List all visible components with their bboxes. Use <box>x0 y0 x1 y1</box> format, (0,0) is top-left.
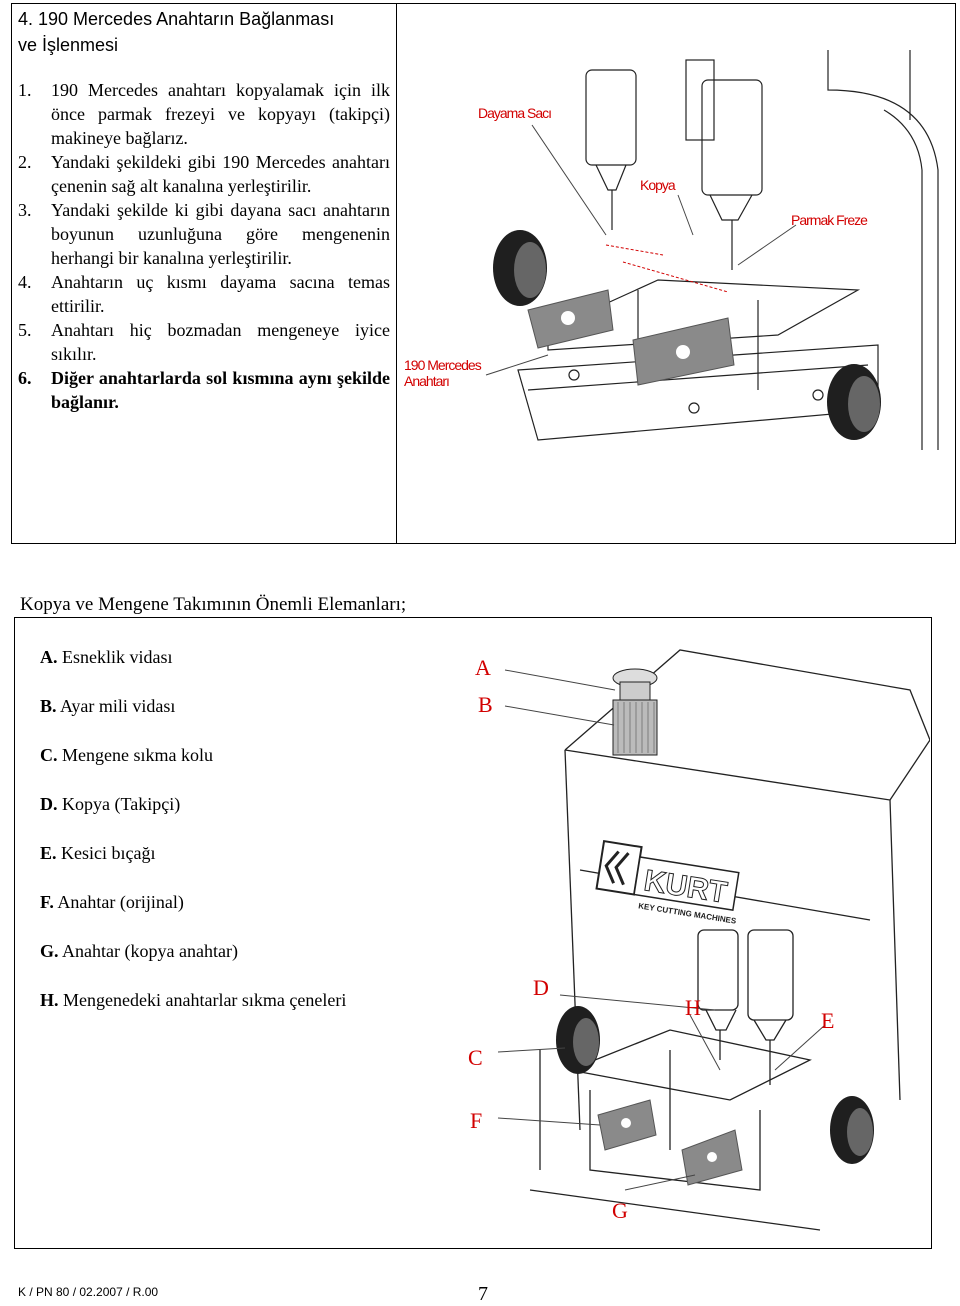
elements-list: A. Esneklik vidası B. Ayar mili vidası C… <box>40 645 346 1037</box>
list-item: E. Kesici bıçağı <box>40 843 156 863</box>
step-list: 1.190 Mercedes anahtarı kopyalamak için … <box>18 78 390 414</box>
figure-letter-b: B <box>478 692 493 717</box>
step-item: 6.Diğer anahtarlarda sol kısmına aynı şe… <box>18 368 390 412</box>
figure-letter-e: E <box>821 1008 835 1033</box>
section-title-line2: ve İşlenmesi <box>18 35 119 55</box>
step-item: 2.Yandaki şekildeki gibi 190 Mercedes an… <box>18 152 390 196</box>
figure-letter-a: A <box>475 655 491 680</box>
figure-letter-d: D <box>533 975 549 1000</box>
label-mercedes-line1: 190 Mercedes <box>404 357 482 373</box>
list-item: B. Ayar mili vidası <box>40 696 176 716</box>
elements-frame <box>14 617 932 1249</box>
step-item: 1.190 Mercedes anahtarı kopyalamak için … <box>18 80 390 148</box>
list-item: A. Esneklik vidası <box>40 647 173 667</box>
page-number: 7 <box>478 1283 488 1305</box>
machine-figure-1: Dayama Sacı Kopya Parmak Freze 190 Merce… <box>404 50 939 450</box>
list-item: C. Mengene sıkma kolu <box>40 745 213 765</box>
section-title-line1: 4. 190 Mercedes Anahtarın Bağlanması <box>18 9 335 29</box>
list-item: H. Mengenedeki anahtarlar sıkma çeneleri <box>40 990 347 1010</box>
figure-letter-c: C <box>468 1045 483 1070</box>
label-dayama-saci: Dayama Sacı <box>478 105 551 121</box>
list-item: D. Kopya (Takipçi) <box>40 794 181 814</box>
section-title: 4. 190 Mercedes Anahtarın Bağlanması ve … <box>18 6 390 58</box>
list-item: F. Anahtar (orijinal) <box>40 892 184 912</box>
step-item: 5.Anahtarı hiç bozmadan mengeneye iyice … <box>18 320 390 364</box>
figure-letter-g: G <box>612 1198 628 1223</box>
elements-title: Kopya ve Mengene Takımının Önemli Eleman… <box>20 594 407 615</box>
list-item: G. Anahtar (kopya anahtar) <box>40 941 238 961</box>
figure-letter-f: F <box>470 1108 483 1133</box>
footer-code: K / PN 80 / 02.2007 / R.00 <box>18 1285 159 1299</box>
step-item: 4.Anahtarın uç kısmı dayama sacına temas… <box>18 272 390 316</box>
label-mercedes-line2: Anahtarı <box>404 373 449 389</box>
column-divider <box>396 3 397 544</box>
kurt-logo: KURT KEY CUTTING MACHINES <box>595 839 740 926</box>
step-item: 3.Yandaki şekilde ki gibi dayana sacı an… <box>18 200 390 268</box>
figure-letter-h: H <box>685 995 701 1020</box>
top-section-frame <box>11 3 956 544</box>
label-kopya: Kopya <box>640 177 676 193</box>
machine-figure-2: KURT KEY CUTTING MACHINES <box>497 649 930 1231</box>
label-parmak-freze: Parmak Freze <box>791 212 868 228</box>
